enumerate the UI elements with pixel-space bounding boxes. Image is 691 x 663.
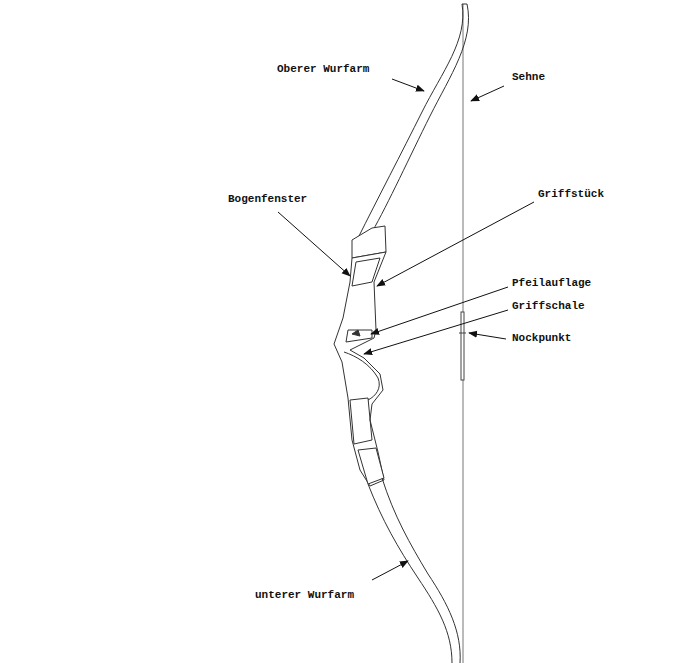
grip (344, 352, 379, 400)
leader-line (372, 561, 408, 580)
part-label: Pfeilauflage (512, 277, 591, 290)
riser (334, 252, 386, 486)
leader-line (371, 287, 508, 334)
riser-detail (352, 258, 380, 286)
upper-limb-back (358, 4, 463, 238)
lower-limb-belly (382, 478, 460, 663)
arrow-rest (352, 330, 360, 336)
part-label: Griffschale (512, 300, 585, 313)
lower-limb-back (368, 484, 452, 663)
part-label: Sehne (512, 71, 545, 84)
arrow-shelf (346, 330, 372, 342)
part-label: unterer Wurfarm (255, 589, 354, 602)
leader-line (469, 333, 506, 339)
part-label: Oberer Wurfarm (277, 63, 369, 76)
leader-line (471, 86, 504, 101)
part-label: Bogenfenster (228, 193, 307, 206)
nocking-point (461, 312, 464, 380)
upper-limb-belly (372, 4, 469, 232)
leader-line (278, 212, 350, 276)
leader-line (364, 310, 508, 354)
riser-detail (350, 398, 372, 444)
part-label: Griffstück (538, 188, 604, 201)
leader-line (377, 202, 534, 286)
leader-line (392, 79, 424, 91)
part-label: Nockpunkt (512, 332, 571, 345)
nocking-mark (459, 333, 466, 334)
limb-pocket (358, 448, 384, 484)
upper-tip (462, 4, 467, 5)
